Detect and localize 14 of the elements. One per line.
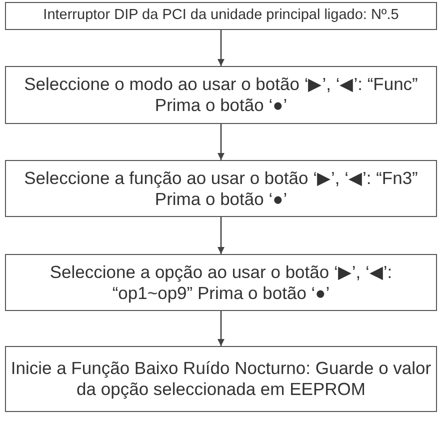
step-text: Interruptor DIP da PCI da unidade principal ligado: Nº.5 [43, 7, 399, 25]
arrow [218, 217, 224, 254]
step-text: Seleccione a opção ao usar o botão ‘▶’, ‘◀’: “op1~op9” Prima o botão ‘●’ [48, 262, 394, 304]
process-box [5, 66, 437, 124]
arrow [218, 30, 224, 66]
step-text: Inicie a Função Baixo Ruído Nocturno: Guarde o valor da opção seleccionada em EEPROM [10, 358, 432, 400]
step-text: Seleccione o modo ao usar o botão ‘▶’, ‘◀’: “Func” Prima o botão ‘●’ [23, 74, 419, 116]
process-box [5, 2, 437, 30]
arrow [218, 124, 224, 160]
process-box [5, 346, 437, 412]
process-box [5, 254, 437, 311]
process-box [5, 160, 437, 217]
arrow [218, 311, 224, 346]
step-text: Seleccione a função ao usar o botão ‘▶’, ‘◀’: “Fn3” Prima o botão ‘●’ [23, 168, 419, 210]
